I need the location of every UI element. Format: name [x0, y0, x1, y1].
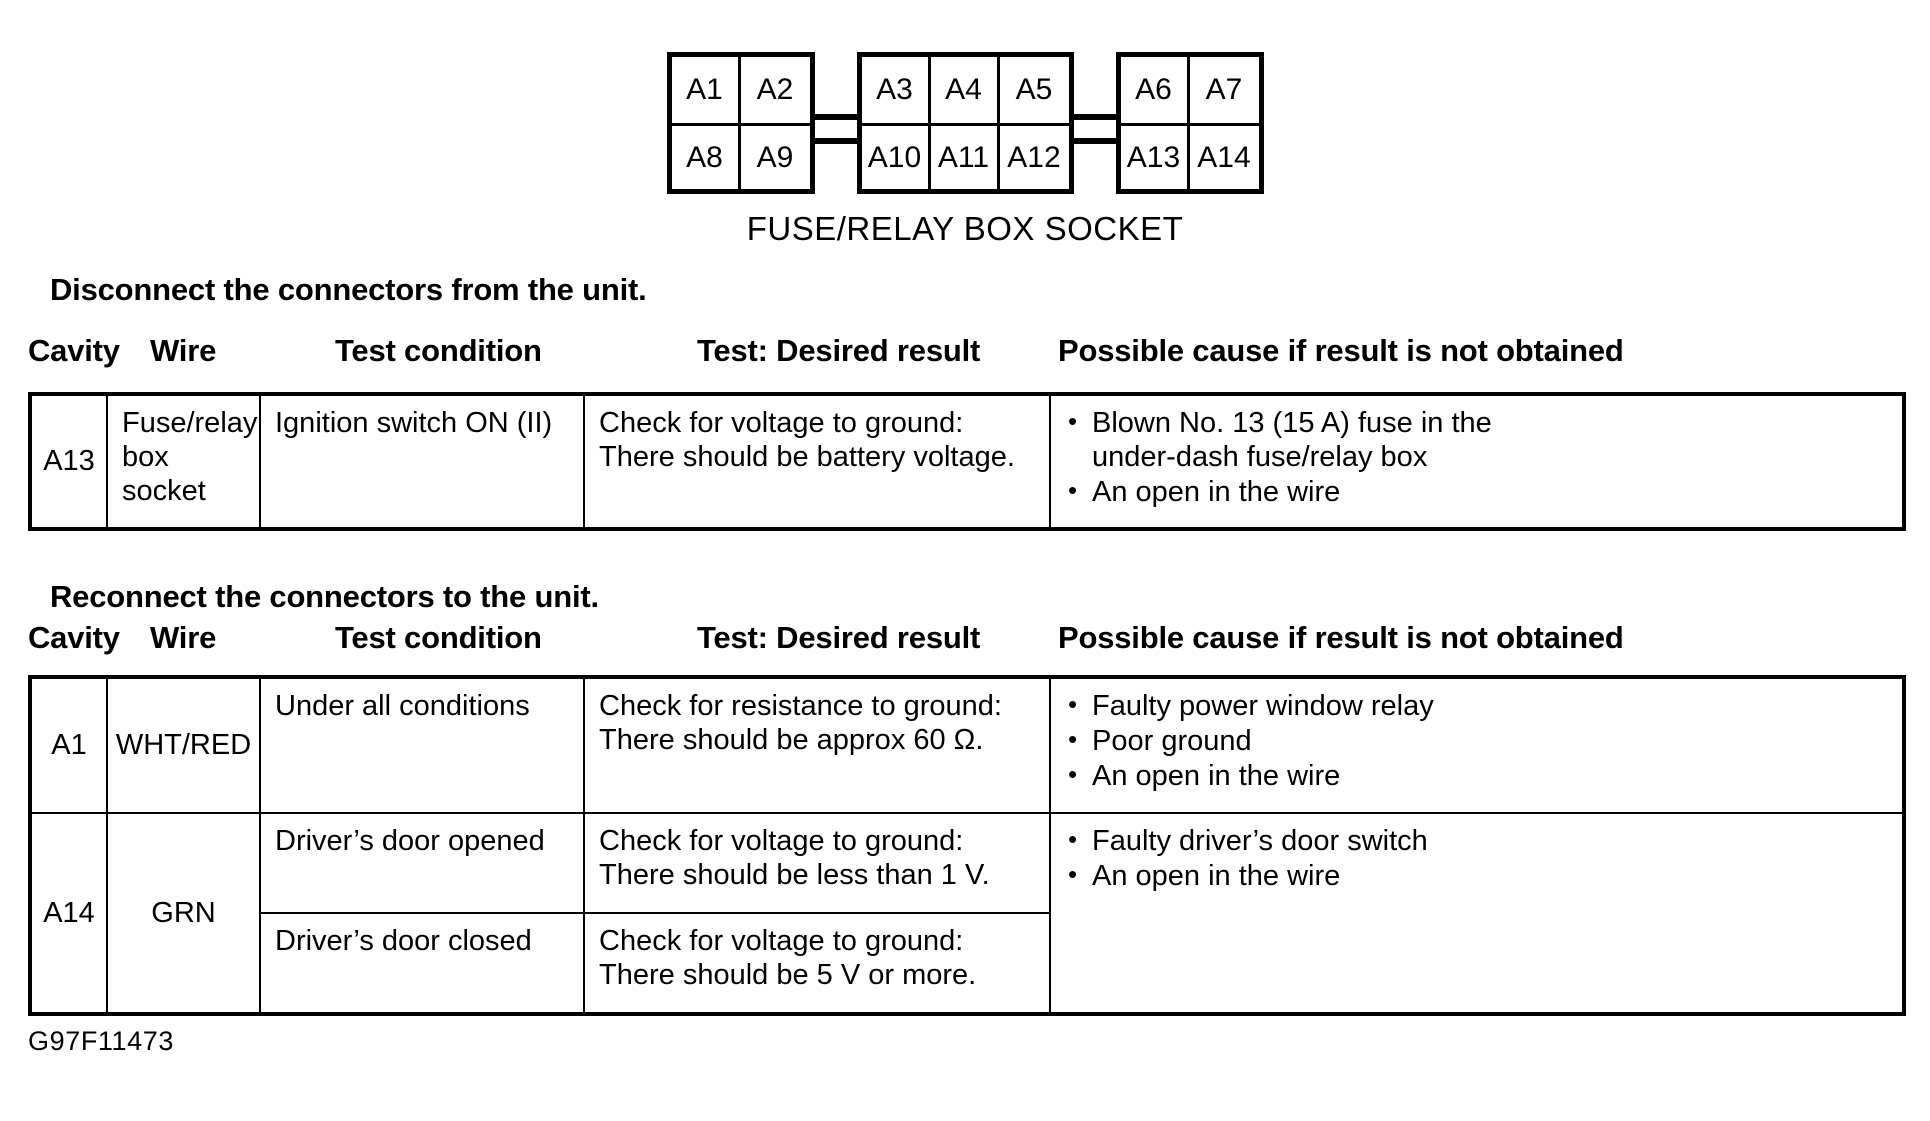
cell-cavity: A1 [29, 676, 108, 814]
socket-cell-a13: A13 [1120, 123, 1190, 189]
fuse-relay-box-socket-diagram: A1 A2 A8 A9 A3 A4 A5 A10 A11 A12 [0, 52, 1930, 248]
cell-cavity: A14 [29, 812, 108, 1015]
diagram-caption: FUSE/RELAY BOX SOCKET [746, 210, 1184, 247]
socket-cell-a11: A11 [930, 123, 1000, 189]
cause-text: Faulty power window relay [1092, 690, 1434, 722]
connector-group-1: A1 A2 A8 A9 [666, 52, 815, 194]
cause-text: An open in the wire [1092, 859, 1341, 892]
cell-desired-result: Check for resistance to ground: There sh… [583, 676, 1051, 814]
section-1-column-headers: Cavity Wire Test condition Test: Desired… [0, 333, 1930, 368]
socket-cell-a4: A4 [930, 57, 1000, 123]
connector-group-1-top-row: A1 A2 [671, 57, 810, 123]
cause-text: An open in the wire [1092, 475, 1341, 508]
cause-text: Blown No. 13 (15 A) fuse in the [1092, 407, 1492, 439]
socket-cell-a1: A1 [671, 57, 741, 123]
cell-desired-result: Check for voltage to ground: There shoul… [583, 393, 1051, 530]
connector-group-3-top-row: A6 A7 [1120, 57, 1259, 123]
desired-result-line-2: There should be less than 1 V. [599, 858, 990, 891]
figure-reference-code: G97F11473 [28, 1026, 175, 1056]
connector-bridge-right [1073, 52, 1116, 184]
list-item: Blown No. 13 (15 A) fuse in the under-da… [1065, 406, 1888, 475]
desired-result-line-1: Check for voltage to ground: [599, 825, 964, 857]
list-item: An open in the wire [1065, 759, 1888, 794]
list-item: Faulty power window relay [1065, 689, 1888, 724]
column-header-cavity: Cavity [28, 620, 120, 655]
socket-cell-a8: A8 [671, 123, 741, 189]
cell-possible-cause: Faulty power window relay Poor ground An… [1049, 676, 1905, 814]
connector-group-3-bottom-row: A13 A14 [1120, 123, 1259, 189]
section-1-heading: Disconnect the connectors from the unit. [50, 272, 647, 307]
socket-cell-a7: A7 [1189, 57, 1259, 123]
list-item: An open in the wire [1065, 475, 1888, 510]
socket-cell-a2: A2 [740, 57, 810, 123]
table-row: A1 WHT/RED Under all conditions Check fo… [29, 676, 1905, 814]
cell-wire-text: Fuse/relay box socket [122, 407, 258, 507]
cell-test-condition: Under all conditions [259, 676, 585, 814]
column-header-possible-cause: Possible cause if result is not obtained [1058, 333, 1624, 368]
cell-wire: WHT/RED [106, 676, 261, 814]
cell-test-condition: Driver’s door opened [259, 812, 585, 914]
desired-result-line-1: Check for resistance to ground: [599, 690, 1002, 722]
cause-text-continued: under-dash fuse/relay box [1092, 440, 1428, 473]
table-row: A14 GRN Driver’s door opened Check for v… [29, 812, 1905, 1015]
cell-possible-cause: Faulty driver’s door switch An open in t… [1049, 812, 1905, 1015]
column-header-cavity: Cavity [28, 333, 120, 368]
section-2-column-headers: Cavity Wire Test condition Test: Desired… [0, 620, 1930, 655]
cell-cavity: A13 [29, 393, 108, 530]
cell-test-condition: Driver’s door closed [259, 912, 585, 1015]
column-header-desired-result: Test: Desired result [697, 333, 981, 368]
desired-result-line-2: There should be 5 V or more. [599, 958, 977, 991]
column-header-test-condition: Test condition [335, 333, 542, 368]
connector-group-2-top-row: A3 A4 A5 [861, 57, 1069, 123]
desired-result-line-2: There should be approx 60 Ω. [599, 723, 984, 756]
possible-cause-list: Faulty power window relay Poor ground An… [1065, 689, 1888, 794]
reconnect-test-table: A1 WHT/RED Under all conditions Check fo… [28, 675, 1906, 1016]
desired-result-line-2: There should be battery voltage. [599, 440, 1015, 473]
connector-bridge-left [814, 52, 857, 184]
cell-desired-result: Check for voltage to ground: There shoul… [583, 812, 1051, 914]
possible-cause-list: Faulty driver’s door switch An open in t… [1065, 824, 1888, 894]
column-header-wire: Wire [150, 333, 217, 368]
disconnect-test-table: A13 Fuse/relay box socket Ignition switc… [28, 392, 1906, 531]
column-header-wire: Wire [150, 620, 217, 655]
socket-cell-a9: A9 [740, 123, 810, 189]
socket-cell-a3: A3 [861, 57, 931, 123]
socket-cell-a5: A5 [999, 57, 1069, 123]
column-header-test-condition: Test condition [335, 620, 542, 655]
table-row: Driver’s door closed Check for voltage t… [30, 912, 1904, 1015]
connector-group-2-bottom-row: A10 A11 A12 [861, 123, 1069, 189]
column-header-possible-cause: Possible cause if result is not obtained [1058, 620, 1624, 655]
connector-group-2: A3 A4 A5 A10 A11 A12 [856, 52, 1074, 194]
section-2-heading: Reconnect the connectors to the unit. [50, 579, 599, 614]
list-item: An open in the wire [1065, 859, 1888, 894]
list-item: Faulty driver’s door switch [1065, 824, 1888, 859]
cell-desired-result: Check for voltage to ground: There shoul… [583, 912, 1051, 1015]
cell-wire: GRN [106, 812, 261, 1015]
cell-test-condition: Ignition switch ON (II) [259, 393, 585, 530]
list-item: Poor ground [1065, 724, 1888, 759]
cause-text: Poor ground [1092, 724, 1252, 757]
socket-group-row: A1 A2 A8 A9 A3 A4 A5 A10 A11 A12 [0, 52, 1930, 194]
socket-cell-a14: A14 [1189, 123, 1259, 189]
socket-cell-a10: A10 [861, 123, 931, 189]
cell-possible-cause: Blown No. 13 (15 A) fuse in the under-da… [1049, 393, 1905, 530]
cause-text: An open in the wire [1092, 759, 1341, 792]
desired-result-line-1: Check for voltage to ground: [599, 407, 964, 439]
table-row: A13 Fuse/relay box socket Ignition switc… [29, 393, 1905, 530]
cause-text: Faulty driver’s door switch [1092, 825, 1428, 857]
desired-result-line-1: Check for voltage to ground: [599, 925, 964, 957]
cell-wire: Fuse/relay box socket [106, 393, 261, 530]
socket-cell-a12: A12 [999, 123, 1069, 189]
possible-cause-list: Blown No. 13 (15 A) fuse in the under-da… [1065, 406, 1888, 510]
column-header-desired-result: Test: Desired result [697, 620, 981, 655]
socket-cell-a6: A6 [1120, 57, 1190, 123]
connector-group-1-bottom-row: A8 A9 [671, 123, 810, 189]
connector-group-3: A6 A7 A13 A14 [1115, 52, 1264, 194]
